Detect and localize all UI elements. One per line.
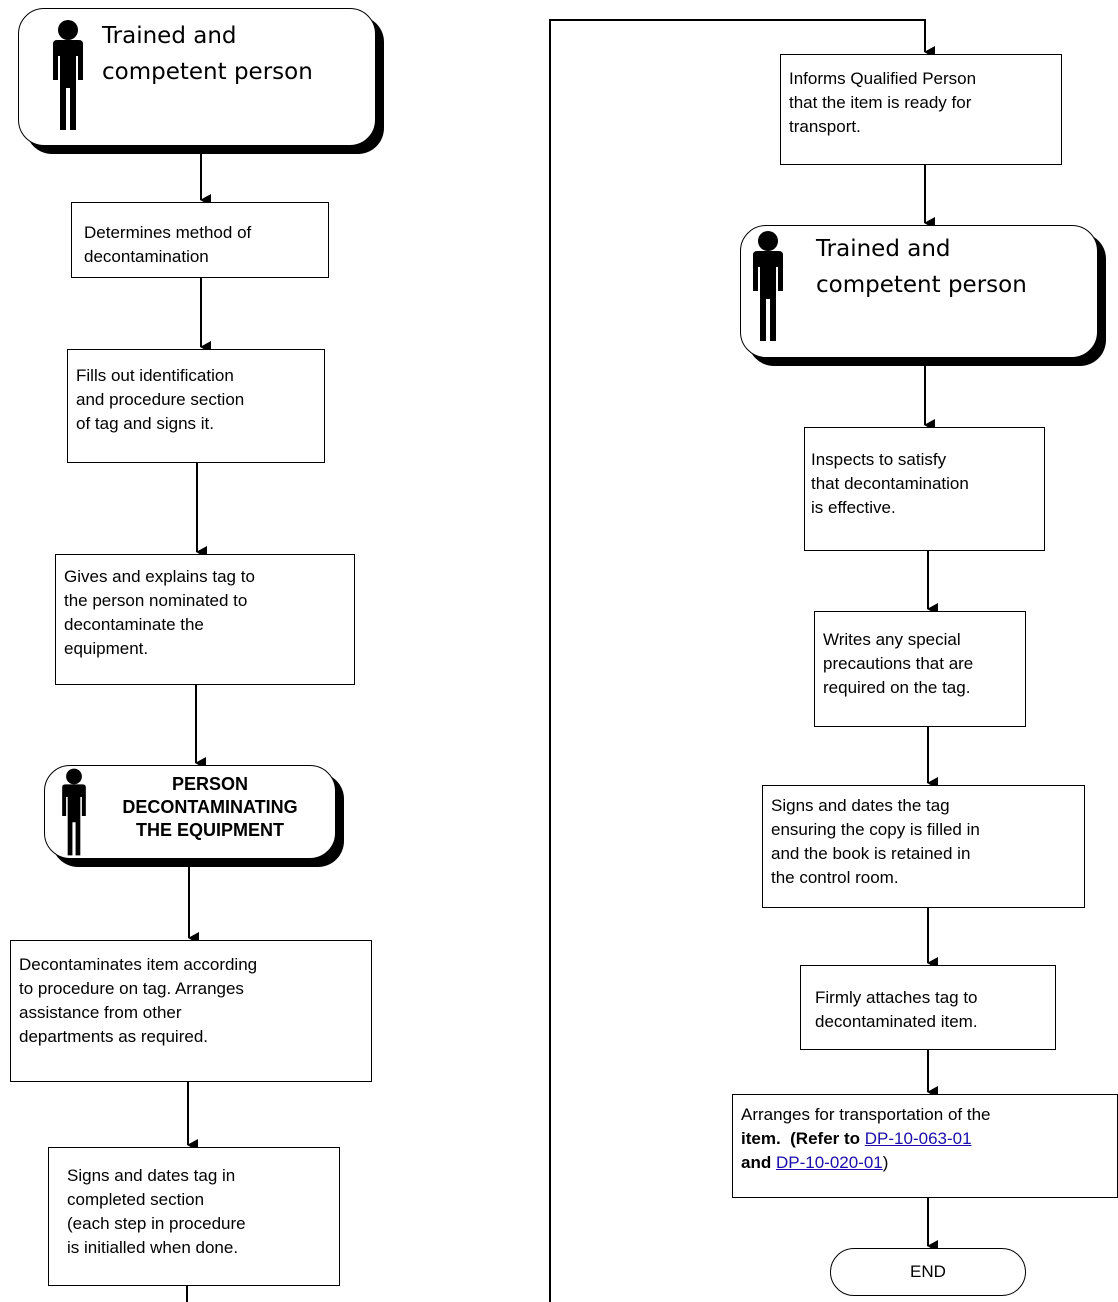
actor-trained-competent-person-2: Trained and competent person [740, 225, 1106, 366]
step-informs-qualified-person: Informs Qualified Person that the item i… [780, 54, 1062, 165]
final-line1: Arranges for transportation of the [741, 1105, 991, 1124]
person-icon [62, 768, 86, 856]
step-decontaminates-item: Decontaminates item according to procedu… [10, 940, 372, 1082]
step-signs-dates-tag-completed: Signs and dates tag in completed section… [48, 1147, 340, 1286]
step-firmly-attaches-tag: Firmly attaches tag to decontaminated it… [800, 965, 1056, 1050]
person-icon [53, 20, 83, 130]
column-connector [549, 19, 935, 1302]
step-arranges-transportation: Arranges for transportation of the item.… [732, 1094, 1118, 1198]
step-determines-method: Determines method of decontamination [71, 202, 329, 278]
step-inspects-to-satisfy: Inspects to satisfy that decontamination… [804, 427, 1045, 551]
actor-trained-competent-person-1: Trained and competent person [18, 8, 384, 154]
person-icon [753, 231, 783, 341]
end-terminator: END [830, 1248, 1026, 1296]
actor2-line2: DECONTAMINATING [122, 797, 298, 817]
actor2-line3: THE EQUIPMENT [135, 820, 284, 840]
final-line3: and DP-10-020-01) [741, 1153, 889, 1172]
actor3-line1: Trained and [816, 236, 951, 262]
step-gives-explains-tag: Gives and explains tag to the person nom… [55, 554, 355, 685]
actor1-line1: Trained and [102, 23, 237, 49]
final-line2: item. (Refer to DP-10-063-01 [741, 1129, 972, 1148]
link-dp-10-020-01[interactable]: DP-10-020-01 [775, 1153, 883, 1172]
end-label: END [910, 1262, 946, 1281]
actor1-line2: competent person [102, 59, 313, 85]
step-writes-special-precautions: Writes any special precautions that are … [814, 611, 1026, 727]
link-dp-10-063-01[interactable]: DP-10-063-01 [864, 1129, 972, 1148]
actor3-line2: competent person [816, 272, 1027, 298]
actor-person-decontaminating: PERSON DECONTAMINATING THE EQUIPMENT [44, 765, 344, 867]
actor2-line1: PERSON [171, 774, 249, 794]
step-fills-out-identification: Fills out identification and procedure s… [67, 349, 325, 463]
step-signs-dates-control-room: Signs and dates the tag ensuring the cop… [762, 785, 1085, 908]
